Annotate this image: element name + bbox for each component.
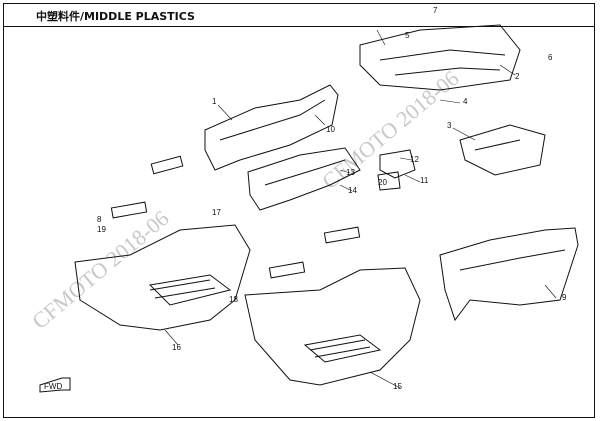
callout-8: 8: [97, 215, 102, 224]
callout-6: 6: [548, 53, 553, 62]
part-footrest-pad-4: [323, 226, 361, 244]
callout-9: 9: [562, 293, 567, 302]
direction-badge: FWD: [44, 382, 62, 391]
part-tunnel-cover: [247, 147, 361, 211]
part-clip-block-2: [377, 171, 401, 191]
callout-10: 10: [326, 125, 335, 134]
part-left-footwell: [74, 224, 251, 331]
part-rear-bracket: [359, 24, 521, 91]
part-rear-tray: [459, 124, 546, 176]
callout-14: 14: [348, 186, 357, 195]
callout-1: 1: [212, 97, 217, 106]
callout-13: 13: [346, 168, 355, 177]
part-footrest-pad-1: [150, 155, 184, 175]
callout-labels: 1 2 3 4 5 6 7 8 9 10 11 12 13 14 15 16 1…: [97, 6, 567, 391]
part-side-panel-upper: [204, 84, 339, 171]
callout-15: 15: [393, 382, 402, 391]
callout-3: 3: [447, 121, 452, 130]
callout-2: 2: [515, 72, 520, 81]
callout-4: 4: [463, 97, 468, 106]
callout-19: 19: [97, 225, 106, 234]
part-clip-block: [379, 149, 416, 179]
callout-11: 11: [420, 176, 429, 185]
part-footrest-pad-3: [268, 261, 306, 279]
callout-16: 16: [172, 343, 181, 352]
callout-17: 17: [212, 208, 221, 217]
callout-20: 20: [378, 178, 387, 187]
part-right-footwell: [244, 267, 421, 386]
callout-18: 18: [229, 295, 238, 304]
watermark-text-2: CFMOTO 2018-06: [317, 65, 463, 194]
callout-5: 5: [405, 31, 410, 40]
part-footrest-pad-2: [110, 201, 148, 219]
callout-12: 12: [410, 155, 419, 164]
callout-7: 7: [433, 6, 438, 15]
page-title: 中塑料件/MIDDLE PLASTICS: [36, 10, 195, 23]
forward-arrow-icon: [39, 377, 71, 393]
part-side-panel-right: [439, 227, 579, 322]
title-bar: 中塑料件/MIDDLE PLASTICS: [3, 3, 595, 27]
